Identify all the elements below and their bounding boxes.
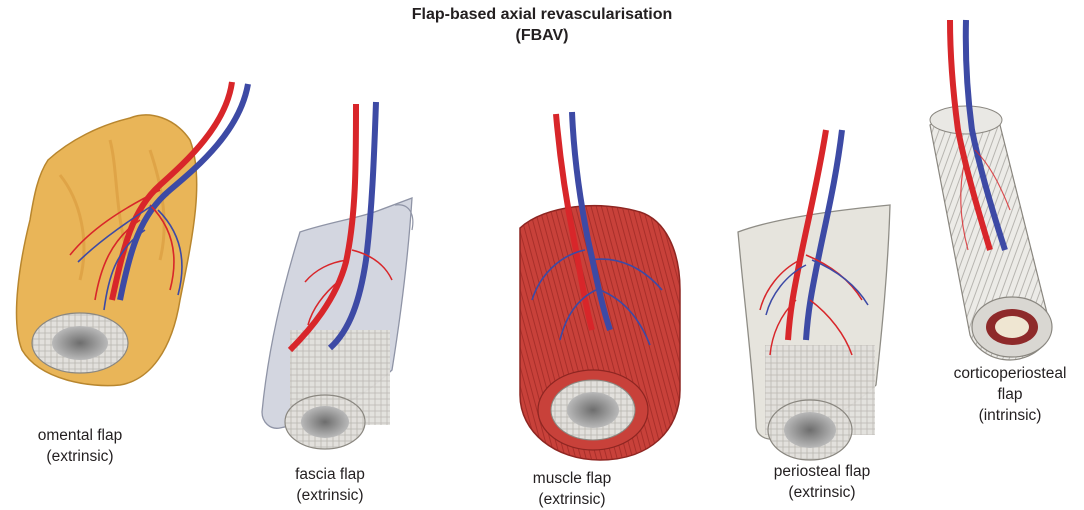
periosteal-bone-end — [767, 399, 853, 461]
fascia-vein — [327, 101, 379, 351]
muscle-flap-illustration — [519, 111, 681, 461]
omental-flap-label: omental flap — [37, 427, 123, 444]
fascia-bone-end — [284, 394, 366, 450]
muscle-bone-end — [537, 369, 649, 451]
corticoperiosteal-flap-type: (intrinsic) — [978, 407, 1042, 424]
figure-title: Flap-based axial revascularisation (FBAV… — [0, 4, 1084, 46]
fascia-flap-type: (extrinsic) — [296, 487, 364, 504]
corticoperiosteal-artery — [947, 19, 993, 251]
corticoperiosteal-vein — [962, 19, 1008, 251]
corticoperiosteal-flap-illustration — [929, 19, 1053, 361]
omental-bone-end — [31, 312, 129, 374]
omental-flap-type: (extrinsic) — [46, 448, 114, 465]
periosteal-flap-type: (extrinsic) — [788, 484, 856, 501]
periosteal-flap-label: periosteal flap — [773, 463, 871, 480]
muscle-vein — [569, 111, 613, 331]
periosteal-flap-caption: periosteal flap (extrinsic) — [752, 461, 892, 503]
corticoperiosteal-flap-caption: corticoperiosteal flap (intrinsic) — [940, 363, 1080, 426]
omental-artery — [109, 81, 235, 301]
fascia-artery — [287, 103, 359, 353]
title-line-2: (FBAV) — [515, 27, 569, 44]
omental-flap-caption: omental flap (extrinsic) — [15, 425, 145, 467]
corticoperiosteal-flap-label-2: flap — [997, 386, 1023, 403]
periosteal-artery — [785, 129, 829, 341]
title-line-1: Flap-based axial revascularisation — [411, 6, 673, 23]
periosteal-flap-illustration — [737, 129, 891, 461]
muscle-artery — [553, 113, 595, 331]
muscle-flap-label: muscle flap — [532, 470, 612, 487]
omental-flap-illustration — [15, 81, 251, 387]
muscle-flap-type: (extrinsic) — [538, 491, 606, 508]
fascia-flap-illustration — [261, 101, 414, 450]
fascia-flap-caption: fascia flap (extrinsic) — [265, 464, 395, 506]
omental-vein — [117, 83, 251, 301]
corticoperiosteal-bone-end — [971, 296, 1053, 358]
muscle-flap-caption: muscle flap (extrinsic) — [507, 468, 637, 510]
fascia-flap-label: fascia flap — [295, 466, 365, 483]
corticoperiosteal-flap-label: corticoperiosteal — [953, 365, 1067, 382]
